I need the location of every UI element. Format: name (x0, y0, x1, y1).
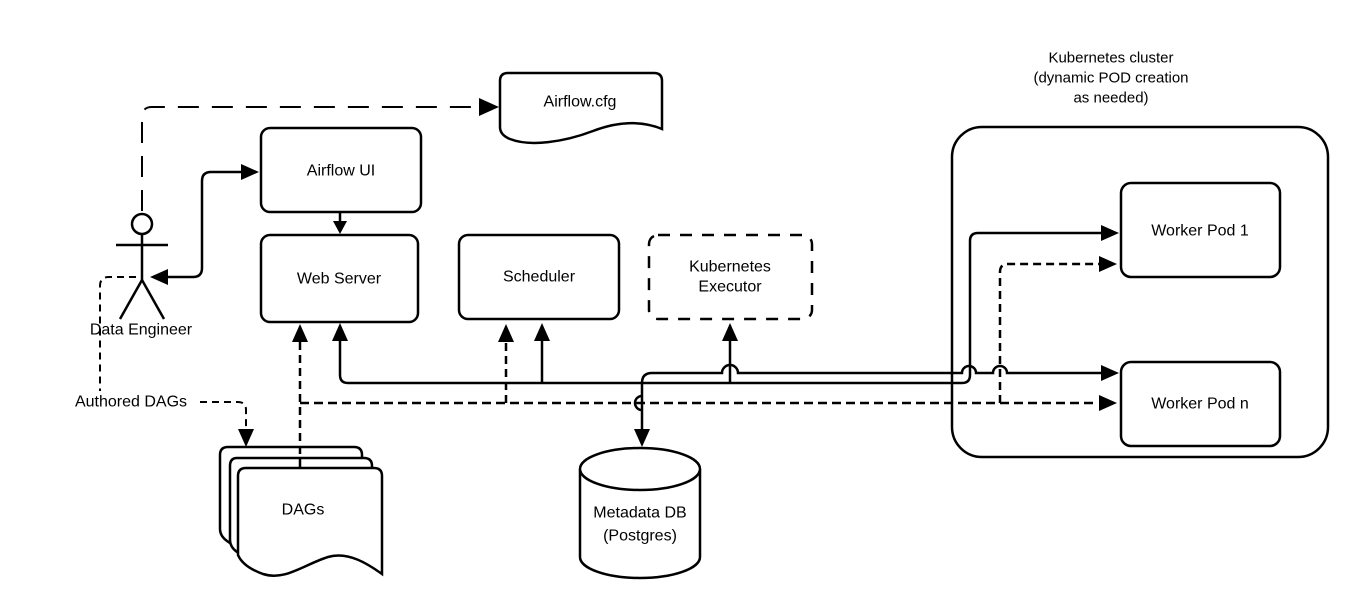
worker-pod-1-label: Worker Pod 1 (1151, 223, 1249, 240)
arrowhead-into-worker-pod-n (1101, 365, 1119, 381)
kubernetes-cluster-label-line3: as needed) (1073, 90, 1148, 107)
dags-label: DAGs (282, 502, 325, 519)
metadata-db-label-line2: (Postgres) (603, 528, 677, 545)
edge-authored-dags-to-dags (200, 401, 247, 429)
arrowhead-dashed-into-web-server (292, 324, 308, 342)
kubernetes-executor-label-line2: Executor (698, 279, 762, 296)
arrowhead-into-scheduler (534, 323, 550, 341)
cylinder-body (578, 469, 702, 580)
stick-figure-head (130, 212, 154, 236)
data-engineer-label: Data Engineer (90, 322, 193, 339)
web-server-label: Web Server (297, 271, 382, 288)
arrowhead-into-executor (722, 323, 738, 341)
arrowhead-dashed-into-worker-pod-1 (1099, 256, 1117, 272)
kubernetes-cluster-label-line1: Kubernetes cluster (1048, 50, 1173, 67)
arrowhead-dashed-into-worker-pod-n (1099, 395, 1117, 411)
scheduler-box (457, 233, 621, 321)
kubernetes-cluster-label-line2: (dynamic POD creation (1033, 70, 1188, 87)
arrowhead-into-engineer (150, 269, 168, 285)
authored-dags-label: Authored DAGs (75, 394, 187, 411)
airflow-cfg-label: Airflow.cfg (544, 94, 617, 111)
arrowhead-into-cfg (479, 98, 499, 116)
worker-pod-n-box (1119, 360, 1282, 448)
edge-dags-to-worker-pod-1 (998, 262, 1099, 403)
edge-solid-bus-main (338, 231, 1101, 385)
metadata-db-cylinder (578, 446, 702, 580)
arrowhead-into-web-server-bottom (332, 323, 348, 341)
edge-engineer-airflow-ui (166, 170, 242, 279)
arrowhead-dashed-into-scheduler (498, 324, 514, 342)
data-engineer-figure (116, 212, 168, 320)
kubernetes-executor-box (647, 233, 814, 321)
edge-engineer-to-authored-dags (99, 276, 136, 391)
dags-stack (218, 445, 384, 577)
airflow-ui-box (259, 126, 423, 214)
web-server-box (259, 233, 420, 324)
arrowhead-into-metadata-db (634, 429, 650, 447)
stick-figure-left-leg (118, 279, 144, 320)
edge-bus-to-worker-pod-n (640, 363, 1101, 384)
edge-engineer-to-cfg (141, 106, 476, 211)
scheduler-label: Scheduler (503, 269, 576, 286)
airflow-cfg-document (498, 71, 664, 145)
worker-pod-1-box (1119, 181, 1282, 279)
dags-page-front (236, 466, 384, 577)
cylinder-top (578, 446, 702, 492)
stick-figure-right-leg (140, 279, 166, 320)
arrowhead-into-worker-pod-1 (1101, 225, 1119, 241)
arrowhead-into-airflow-ui (241, 164, 259, 180)
line-jump-over-dashed (633, 394, 643, 412)
worker-pod-n-label: Worker Pod n (1151, 396, 1249, 413)
kubernetes-executor-label-line1: Kubernetes (689, 259, 771, 276)
airflow-ui-label: Airflow UI (307, 163, 375, 180)
arrowhead-into-dags (238, 429, 254, 447)
arrowhead-into-web-server-top (333, 221, 347, 234)
metadata-db-label-line1: Metadata DB (593, 505, 686, 522)
